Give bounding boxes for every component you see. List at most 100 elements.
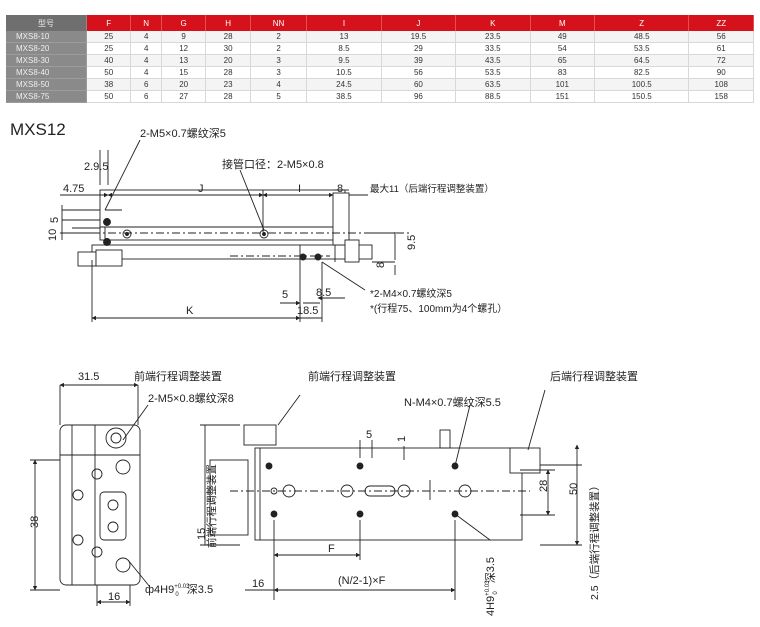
value-cell: 64.5	[594, 54, 690, 67]
value-cell: 4	[130, 66, 162, 79]
value-cell: 4	[130, 54, 162, 67]
value-cell: 10.5	[306, 66, 382, 79]
value-cell: 13	[161, 54, 207, 67]
value-cell: 96	[381, 90, 457, 103]
value-cell: 28	[205, 31, 251, 43]
value-cell: 15	[161, 66, 207, 79]
value-cell: 43.5	[455, 54, 531, 67]
value-cell: 9	[161, 31, 207, 43]
dim-J: J	[198, 183, 204, 195]
thread-c-label: N-M4×0.7螺纹深5.5	[404, 395, 501, 409]
dim-4-75: 4.75	[63, 183, 84, 195]
column-header: G	[161, 15, 207, 31]
value-cell: 50	[86, 66, 132, 79]
model-cell: MXS8-10	[6, 31, 87, 43]
value-cell: 40	[86, 54, 132, 67]
bottom-dim-F: F	[328, 543, 335, 555]
value-cell: 100.5	[594, 78, 690, 91]
top-view	[60, 139, 410, 322]
value-cell: 4	[250, 78, 308, 91]
bottom-dim-28: 28	[538, 480, 550, 492]
formula-label: (N/2-1)×F	[338, 575, 386, 587]
value-cell: 53.5	[594, 42, 690, 55]
column-header: N	[130, 15, 162, 31]
column-header: Z	[594, 15, 690, 31]
value-cell: 20	[205, 54, 251, 67]
value-cell: 3	[250, 54, 308, 67]
column-header: M	[530, 15, 596, 31]
model-cell: MXS8-20	[6, 42, 87, 55]
thread-b-label: 2-M5×0.8螺纹深8	[148, 391, 234, 405]
value-cell: 50	[86, 90, 132, 103]
value-cell: 28	[205, 66, 251, 79]
value-cell: 20	[161, 78, 207, 91]
model-cell: MXS8-50	[6, 78, 87, 91]
value-cell: 39	[381, 54, 457, 67]
value-cell: 12	[161, 42, 207, 55]
value-cell: 6	[130, 78, 162, 91]
dim-38: 38	[29, 516, 41, 528]
bottom-view	[200, 389, 582, 600]
model-cell: MXS8-40	[6, 66, 87, 79]
value-cell: 19.5	[381, 31, 457, 43]
value-cell: 13	[306, 31, 382, 43]
value-cell: 5	[250, 90, 308, 103]
column-header: 型号	[6, 15, 87, 31]
value-cell: 65	[530, 54, 596, 67]
value-cell: 6	[130, 90, 162, 103]
value-cell: 27	[161, 90, 207, 103]
model-label: MXS12	[10, 120, 66, 139]
value-cell: 83	[530, 66, 596, 79]
value-cell: 56	[688, 31, 754, 43]
value-cell: 53.5	[455, 66, 531, 79]
value-cell: 23	[205, 78, 251, 91]
dim-2-9-5: 2.9.5	[84, 161, 108, 173]
value-cell: 2	[250, 42, 308, 55]
value-cell: 61	[688, 42, 754, 55]
model-cell: MXS8-75	[6, 90, 87, 103]
front-adj-label: 前端行程调整装置	[134, 369, 222, 383]
dim-8: 8	[337, 183, 343, 195]
value-cell: 151	[530, 90, 596, 103]
bottom-rear-adj-vert: 2.5（后端行程调整装置）	[588, 480, 601, 600]
note2: *(行程75、100mm为4个螺孔）	[370, 302, 507, 315]
value-cell: 158	[688, 90, 754, 103]
value-cell: 38	[86, 78, 132, 91]
end-view	[30, 382, 151, 606]
value-cell: 3	[250, 66, 308, 79]
dim-9-5: 9.5	[406, 235, 418, 250]
value-cell: 4	[130, 42, 162, 55]
value-cell: 72	[688, 54, 754, 67]
bottom-front-adj-vert: 前端行程调整装置	[205, 464, 218, 548]
column-header: I	[306, 15, 382, 31]
note1: *2-M4×0.7螺纹深5	[370, 287, 452, 300]
bottom-dim-15: 15	[196, 528, 208, 540]
model-cell: MXS8-30	[6, 54, 87, 67]
dim-16: 16	[108, 591, 120, 603]
value-cell: 63.5	[455, 78, 531, 91]
max11-label: 最大11（后端行程调整装置）	[370, 183, 494, 195]
dim-I: I	[298, 183, 301, 195]
value-cell: 150.5	[594, 90, 690, 103]
bottom-dim-50: 50	[568, 483, 580, 495]
value-cell: 49	[530, 31, 596, 43]
value-cell: 60	[381, 78, 457, 91]
dim-8-5: 8.5	[316, 287, 331, 299]
value-cell: 101	[530, 78, 596, 91]
value-cell: 8.5	[306, 42, 382, 55]
value-cell: 9.5	[306, 54, 382, 67]
dim-5b: 5	[282, 289, 288, 301]
column-header: H	[205, 15, 251, 31]
value-cell: 30	[205, 42, 251, 55]
value-cell: 28	[205, 90, 251, 103]
dim-18-5: 18.5	[297, 305, 318, 317]
